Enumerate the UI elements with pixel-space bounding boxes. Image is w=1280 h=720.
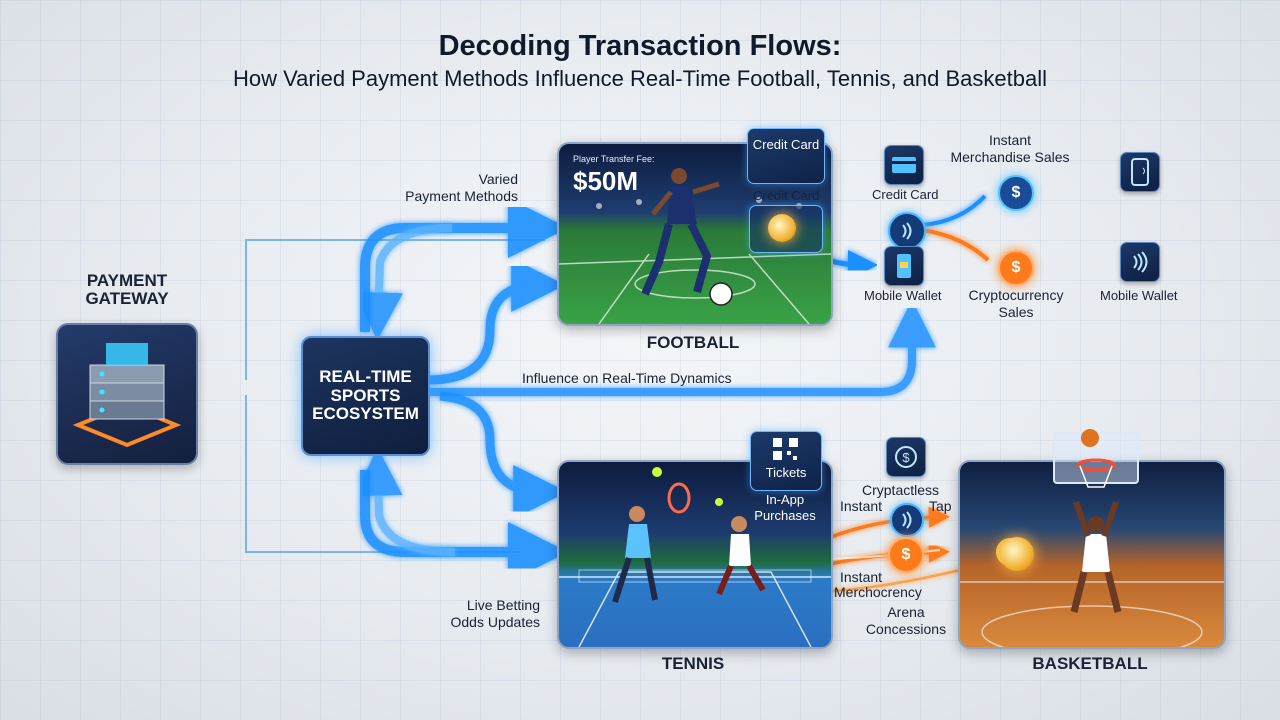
tennis-caption: TENNIS xyxy=(557,655,829,673)
arena-label: Arena Concessions xyxy=(860,605,952,636)
crypto-sales-label: Cryptocurrency Sales xyxy=(958,288,1074,319)
arrow-hub-tennis-upper xyxy=(440,396,542,492)
basket-dollar-icon[interactable]: $ xyxy=(888,537,924,573)
hub-line2: SPORTS xyxy=(312,387,419,406)
instant-merch-label: Instant Merchandise Sales xyxy=(950,133,1070,164)
live-betting-line1: Live Betting xyxy=(430,598,540,613)
hub-line3: ECOSYSTEM xyxy=(312,405,419,424)
inapp-label: In-App Purchases xyxy=(748,493,822,522)
contactless-icon[interactable] xyxy=(888,212,926,250)
live-betting-label: Live Betting Odds Updates xyxy=(430,598,540,629)
out-credit-card-label: Credit Card xyxy=(872,188,938,202)
influence-label: Influence on Real-Time Dynamics xyxy=(522,371,732,386)
cryptactless-label: Cryptactless xyxy=(862,483,939,498)
credit-card-icon[interactable] xyxy=(884,145,924,185)
merchocrency-label: Merchocrency xyxy=(834,585,922,600)
live-betting-line2: Odds Updates xyxy=(430,615,540,630)
inapp-line2: Purchases xyxy=(748,509,822,523)
arrow-crypto-branch xyxy=(922,230,988,260)
arrow-loop-up-hub xyxy=(378,470,455,552)
tap-label: Tap xyxy=(929,499,952,514)
credit-card-chip-top-label: Credit Card xyxy=(748,137,824,152)
football-caption: FOOTBALL xyxy=(557,334,829,352)
smartphone-icon[interactable] xyxy=(1120,152,1160,192)
instant2-label: Instant xyxy=(840,570,882,585)
hub-line1: REAL-TIME xyxy=(312,368,419,387)
page-subtitle: How Varied Payment Methods Influence Rea… xyxy=(0,66,1280,92)
server-stack-icon xyxy=(58,325,196,463)
far-mobile-wallet-label: Mobile Wallet xyxy=(1100,289,1178,303)
instant-label: Instant xyxy=(840,499,882,514)
tickets-label: Tickets xyxy=(751,465,821,480)
arrow-loop-down-hub xyxy=(378,228,452,318)
varied-line2: Payment Methods xyxy=(380,189,518,204)
svg-text:$: $ xyxy=(902,450,910,465)
basket-contactless-icon[interactable] xyxy=(890,503,924,537)
arena-line1: Arena xyxy=(860,605,952,620)
basket-coin-icon xyxy=(1000,537,1034,571)
gateway-label-line1: PAYMENT xyxy=(78,272,176,290)
payment-gateway-node[interactable] xyxy=(56,323,198,465)
credit-card-mid-label: Credit Card xyxy=(753,189,819,203)
dollar-coin-icon[interactable]: $ xyxy=(998,250,1034,286)
credit-card-chip-top[interactable]: Credit Card xyxy=(747,128,825,184)
instant-merch-line2: Merchandise Sales xyxy=(950,150,1070,165)
qr-code-icon xyxy=(771,436,801,462)
basketball-caption: BASKETBALL xyxy=(958,655,1222,673)
tickets-chip[interactable]: Tickets xyxy=(750,431,822,491)
transfer-fee-label: Player Transfer Fee: xyxy=(573,154,655,164)
far-contactless-icon[interactable] xyxy=(1120,242,1160,282)
gateway-label-line2: GATEWAY xyxy=(78,290,176,308)
out-mobile-wallet-label: Mobile Wallet xyxy=(864,289,942,303)
arena-line2: Concessions xyxy=(860,622,952,637)
sports-ecosystem-hub[interactable]: REAL-TIME SPORTS ECOSYSTEM xyxy=(301,336,430,456)
page-title: Decoding Transaction Flows: xyxy=(0,30,1280,63)
instant-merch-line1: Instant xyxy=(950,133,1070,148)
arrow-hub-football-lower xyxy=(428,285,540,380)
crypto-sales-line2: Sales xyxy=(958,305,1074,320)
crypto-network-icon[interactable]: $ xyxy=(886,437,926,477)
mobile-wallet-icon[interactable] xyxy=(884,246,924,286)
inapp-line1: In-App xyxy=(748,493,822,507)
gateway-label: PAYMENT GATEWAY xyxy=(78,272,176,308)
crypto-sales-line1: Cryptocurrency xyxy=(958,288,1074,303)
varied-line1: Varied xyxy=(380,172,518,187)
tennis-ball-coin-icon xyxy=(768,214,796,242)
varied-label: Varied Payment Methods xyxy=(380,172,518,203)
transfer-fee-value: $50M xyxy=(573,166,638,197)
backboard-icon xyxy=(1048,425,1144,495)
crypto-coin-icon[interactable]: $ xyxy=(998,175,1034,211)
